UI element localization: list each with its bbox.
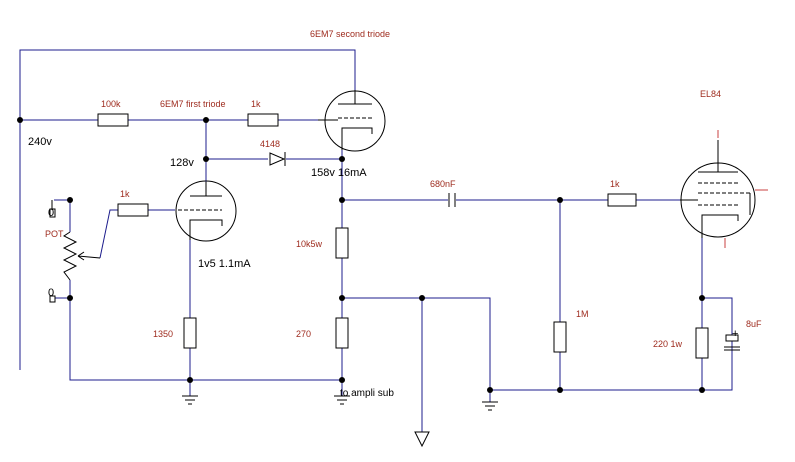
- pot-wiper-arrow: [77, 251, 101, 261]
- junction-dot: [339, 197, 345, 203]
- junction-dot: [203, 156, 209, 162]
- wire-sub-out: [342, 297, 491, 432]
- wire-top-rail: [19, 49, 356, 370]
- tube-cathode: [189, 219, 223, 240]
- junction-dot: [67, 197, 73, 203]
- junction-dot: [487, 387, 493, 393]
- resistor-1k-pot: [117, 203, 149, 217]
- junction-dot: [699, 387, 705, 393]
- junction-dot: [17, 117, 23, 123]
- wire-ground-left: [69, 298, 342, 381]
- resistor-1m: [553, 321, 567, 353]
- label-1k-el84: 1k: [610, 179, 620, 189]
- label-158v: 158v 16mA: [311, 167, 367, 179]
- label-270: 270: [296, 329, 311, 339]
- label-100k: 100k: [101, 99, 121, 109]
- wire-pot-top: [54, 199, 71, 232]
- junction-dot: [557, 387, 563, 393]
- wire-pot-wiper: [99, 209, 175, 259]
- ground-symbols: [182, 395, 498, 448]
- label-1350: 1350: [153, 329, 173, 339]
- label-220-1w: 220 1w: [653, 339, 683, 349]
- label-1v5: 1v5 1.1mA: [198, 258, 251, 270]
- label-4148: 4148: [260, 139, 280, 149]
- output-arrow-icon: [414, 431, 430, 448]
- junction-dot: [339, 156, 345, 162]
- junction-dot: [67, 295, 73, 301]
- resistor-220-1w: [695, 327, 709, 359]
- wire-pot-bottom: [54, 280, 71, 299]
- wiring: [19, 49, 733, 432]
- resistor-270: [335, 317, 349, 349]
- ground-icon: [334, 395, 350, 405]
- junction-dot: [203, 117, 209, 123]
- label-pot-bottom: 0: [48, 287, 54, 299]
- capacitor-680nf: [448, 193, 456, 207]
- tube-cathode: [341, 127, 373, 150]
- tube-6em7-second: [318, 90, 386, 152]
- label-6em7-second: 6EM7 second triode: [310, 29, 390, 39]
- tube-envelope: [175, 180, 237, 242]
- resistor-1k-el84: [607, 193, 637, 207]
- resistor-10k5w: [335, 227, 349, 259]
- label-to-ampli-sub: to ampli sub: [340, 388, 394, 399]
- tube-el84: [680, 130, 768, 248]
- label-128v: 128v: [170, 157, 194, 169]
- label-8uf: 8uF: [746, 319, 762, 329]
- junction-dot: [187, 377, 193, 383]
- diode-4148: [269, 152, 286, 166]
- label-cap-plus: +: [732, 328, 738, 340]
- junction-dot: [419, 295, 425, 301]
- diode-triangle: [269, 152, 286, 166]
- tube-6em7-first: [175, 180, 237, 242]
- capacitor-8uf: [724, 334, 740, 351]
- cap-8uf-plate-a: [725, 334, 739, 342]
- label-el84: EL84: [700, 89, 721, 99]
- label-pot: POT: [45, 229, 64, 239]
- tube-cathode: [701, 214, 739, 238]
- label-1m: 1M: [576, 309, 589, 319]
- ground-icon: [182, 395, 198, 405]
- pot-zigzag: [62, 231, 78, 281]
- label-6em7-first: 6EM7 first triode: [160, 99, 226, 109]
- label-240v: 240v: [28, 136, 52, 148]
- pot-terminal-bottom: [49, 295, 56, 303]
- junction-dot: [339, 377, 345, 383]
- resistor-1350: [183, 317, 197, 349]
- label-1k-pot: 1k: [120, 189, 130, 199]
- label-680nf: 680nF: [430, 179, 456, 189]
- potentiometer: [49, 200, 101, 303]
- ground-icon: [482, 401, 498, 411]
- resistor-1k-grid: [247, 113, 279, 127]
- junction-dot: [557, 197, 563, 203]
- labels: 6EM7 second triode 6EM7 first triode EL8…: [28, 29, 762, 399]
- label-1k-grid: 1k: [251, 99, 261, 109]
- label-10k5w: 10k5w: [296, 239, 323, 249]
- junction-dots: [17, 117, 705, 393]
- junction-dot: [699, 295, 705, 301]
- wire-ground-right: [490, 297, 733, 391]
- label-pot-top: 0: [48, 207, 54, 219]
- junction-dot: [339, 295, 345, 301]
- resistor-100k: [97, 113, 129, 127]
- resistors: [97, 113, 709, 359]
